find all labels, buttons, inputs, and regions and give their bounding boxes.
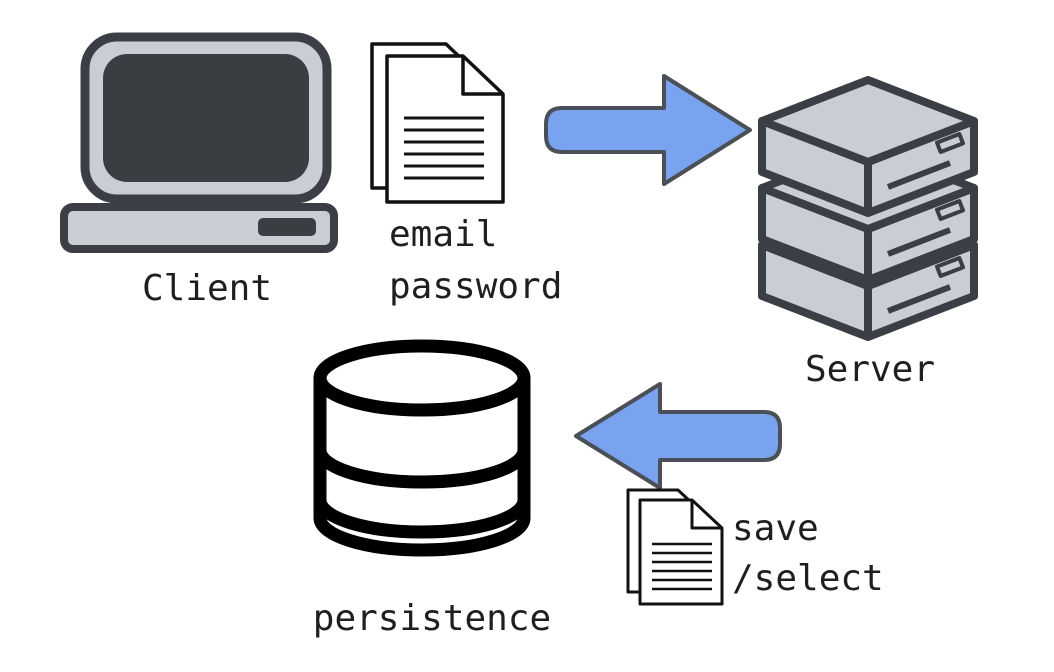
documents-icon: [626, 488, 724, 606]
database-icon: [313, 339, 531, 557]
server-label: Server: [805, 349, 935, 390]
persistence-label: persistence: [313, 598, 551, 639]
computer-icon: [60, 32, 338, 253]
storage-line-1: save: [732, 508, 819, 549]
right-arrow-icon: [544, 74, 752, 186]
documents-icon: [370, 42, 505, 204]
client-label: Client: [142, 268, 272, 309]
left-arrow-icon: [574, 382, 782, 490]
request-line-1: email: [389, 214, 497, 255]
request-line-2: password: [389, 266, 562, 307]
storage-line-2: /select: [732, 558, 884, 599]
server-stack-icon: [758, 76, 978, 341]
